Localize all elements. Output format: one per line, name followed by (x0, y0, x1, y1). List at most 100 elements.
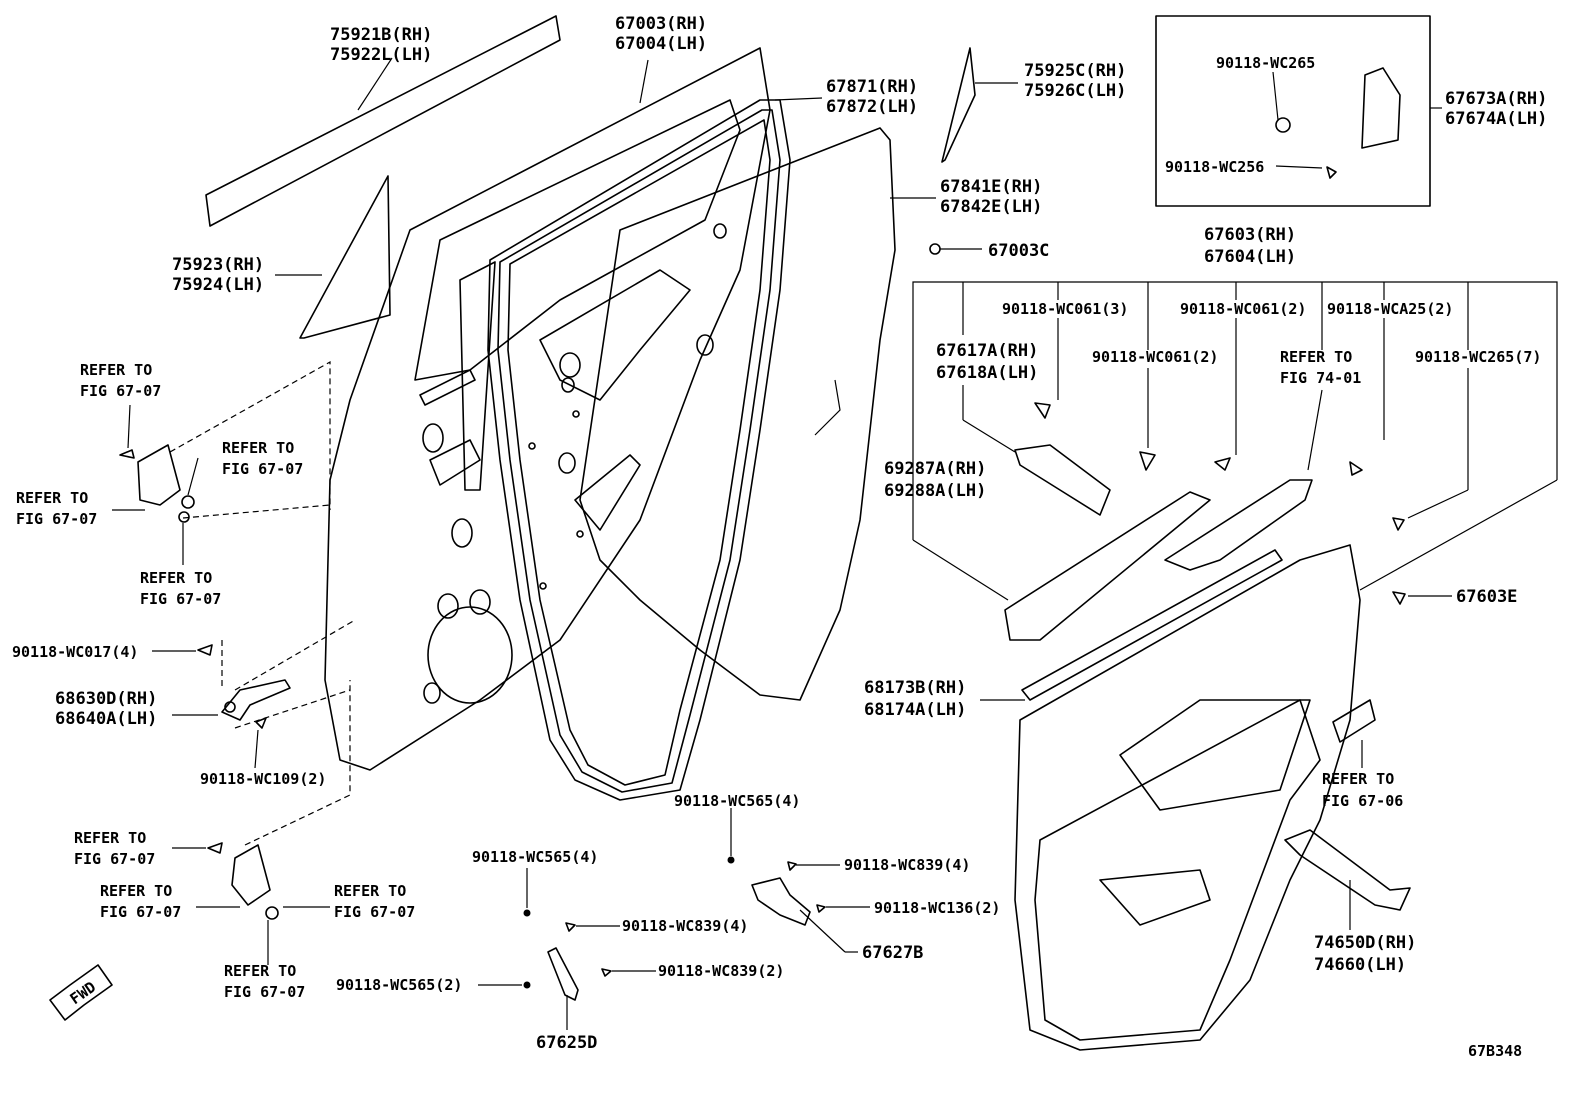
belt-moulding-68173[interactable] (1021, 549, 1283, 701)
checker-bolt (197, 644, 213, 656)
label-67003-rh: 67003(RH) (615, 14, 707, 34)
ref-6707-7a: REFER TO (334, 882, 406, 900)
clip-67603e[interactable] (1392, 591, 1406, 605)
door-checker-68630[interactable] (221, 679, 291, 721)
ref-7401-b: FIG 74-01 (1280, 369, 1361, 387)
label-wc017: 90118-WC017(4) (12, 643, 138, 661)
label-wc256-box: 90118-WC256 (1165, 158, 1264, 176)
label-74650-lh: 74660(LH) (1314, 955, 1406, 975)
label-wc839-a: 90118-WC839(4) (844, 856, 970, 874)
label-75923-lh: 75924(LH) (172, 275, 264, 295)
label-67841-lh: 67842E(LH) (940, 197, 1042, 217)
svg-text:75921B(RH)75922L(LH): 75921B(RH)75922L(LH) (330, 25, 432, 65)
label-67003-lh: 67004(LH) (615, 34, 707, 54)
label-wc565-a: 90118-WC565(4) (674, 792, 800, 810)
label-75921-lh: 75922L(LH) (330, 45, 432, 65)
label-67003c: 67003C (988, 241, 1049, 261)
screws-trim (1034, 318, 1469, 531)
label-wc839-c: 90118-WC839(2) (658, 962, 784, 980)
ref-6706-b: FIG 67-06 (1322, 792, 1403, 810)
label-69287-lh: 69288A(LH) (884, 481, 986, 501)
trim-piece-fig6706[interactable] (1332, 699, 1376, 743)
label-67603-lh: 67604(LH) (1204, 247, 1296, 267)
svg-text:68173B(RH)68174A(LH): 68173B(RH)68174A(LH) (864, 678, 966, 720)
label-75921-rh: 75921B(RH) (330, 25, 432, 45)
label-wc265-box: 90118-WC265 (1216, 54, 1315, 72)
trim-group-bracket (912, 281, 1558, 540)
hole-cover-67841[interactable] (579, 127, 896, 701)
label-wc109: 90118-WC109(2) (200, 770, 326, 788)
clip-67003c[interactable] (929, 243, 941, 255)
label-74650-rh: 74650D(RH) (1314, 933, 1416, 953)
ref-6707-3b: FIG 67-07 (16, 510, 97, 528)
ref-6707-4a: REFER TO (140, 569, 212, 587)
label-67673-rh: 67673A(RH) (1445, 89, 1547, 109)
lower-hinge[interactable] (231, 844, 279, 920)
ref-6707-1b: FIG 67-07 (80, 382, 161, 400)
label-wc565-c: 90118-WC565(2) (336, 976, 462, 994)
upper-hinge[interactable] (137, 444, 195, 523)
nut-wc565-a (727, 856, 735, 864)
garnish-75925[interactable] (941, 47, 976, 163)
door-panel-67003[interactable] (324, 47, 771, 771)
label-68173-lh: 68174A(LH) (864, 700, 966, 720)
ref-6707-6b: FIG 67-07 (100, 903, 181, 921)
ref-6707-5a: REFER TO (74, 829, 146, 847)
nut-wc565-c (523, 981, 531, 989)
bracket-67617[interactable] (1014, 444, 1111, 516)
diagram-id-code: 67B348 (1468, 1042, 1522, 1060)
nut-wc565-b (523, 909, 531, 917)
label-67603-rh: 67603(RH) (1204, 225, 1296, 245)
moulding-strip-75921[interactable] (205, 15, 561, 227)
svg-text:68630D(RH)68640A(LH): 68630D(RH)68640A(LH) (55, 689, 157, 729)
bracket-67627b[interactable] (751, 877, 811, 926)
label-67673-lh: 67674A(LH) (1445, 109, 1547, 129)
ref-6707-7b: FIG 67-07 (334, 903, 415, 921)
ref-6707-2b: FIG 67-07 (222, 460, 303, 478)
ref-6706-a: REFER TO (1322, 770, 1394, 788)
label-75923-rh: 75923(RH) (172, 255, 264, 275)
garnish-75923[interactable] (299, 175, 391, 339)
ref-6707-8a: REFER TO (224, 962, 296, 980)
trim-board-67603[interactable] (1014, 544, 1361, 1051)
ref-6707-3a: REFER TO (16, 489, 88, 507)
label-wca25: 90118-WCA25(2) (1327, 300, 1453, 318)
svg-text:74650D(RH)74660(LH): 74650D(RH)74660(LH) (1314, 933, 1416, 975)
label-68630-rh: 68630D(RH) (55, 689, 157, 709)
weatherstrip-67871[interactable] (487, 99, 791, 801)
fwd-arrow-icon (49, 964, 113, 1021)
label-68630-lh: 68640A(LH) (55, 709, 157, 729)
label-wc136: 90118-WC136(2) (874, 899, 1000, 917)
label-wc061-2a: 90118-WC061(2) (1180, 300, 1306, 318)
svg-text:69287A(RH)69288A(LH): 69287A(RH)69288A(LH) (884, 459, 986, 501)
scuff-plate-74650[interactable] (1284, 829, 1411, 911)
svg-text:75923(RH)75924(LH): 75923(RH)75924(LH) (172, 255, 264, 295)
label-67603e: 67603E (1456, 587, 1517, 607)
hinge-bolt-lower (207, 842, 223, 854)
label-wc265-7: 90118-WC265(7) (1415, 348, 1541, 366)
label-67627b: 67627B (862, 943, 923, 963)
svg-text:67871(RH)67872(LH): 67871(RH)67872(LH) (826, 77, 918, 117)
label-67625d: 67625D (536, 1033, 597, 1053)
ref-6707-5b: FIG 67-07 (74, 850, 155, 868)
svg-text:67603(RH)67604(LH): 67603(RH)67604(LH) (1204, 225, 1296, 267)
ref-6707-6a: REFER TO (100, 882, 172, 900)
label-67841-rh: 67841E(RH) (940, 177, 1042, 197)
bracket-67625d[interactable] (547, 947, 579, 1001)
inset-box (1155, 15, 1431, 207)
ref-6707-4b: FIG 67-07 (140, 590, 221, 608)
svg-text:75925C(RH)75926C(LH): 75925C(RH)75926C(LH) (1024, 61, 1126, 101)
label-69287-rh: 69287A(RH) (884, 459, 986, 479)
armrest-69287[interactable] (1004, 479, 1313, 641)
